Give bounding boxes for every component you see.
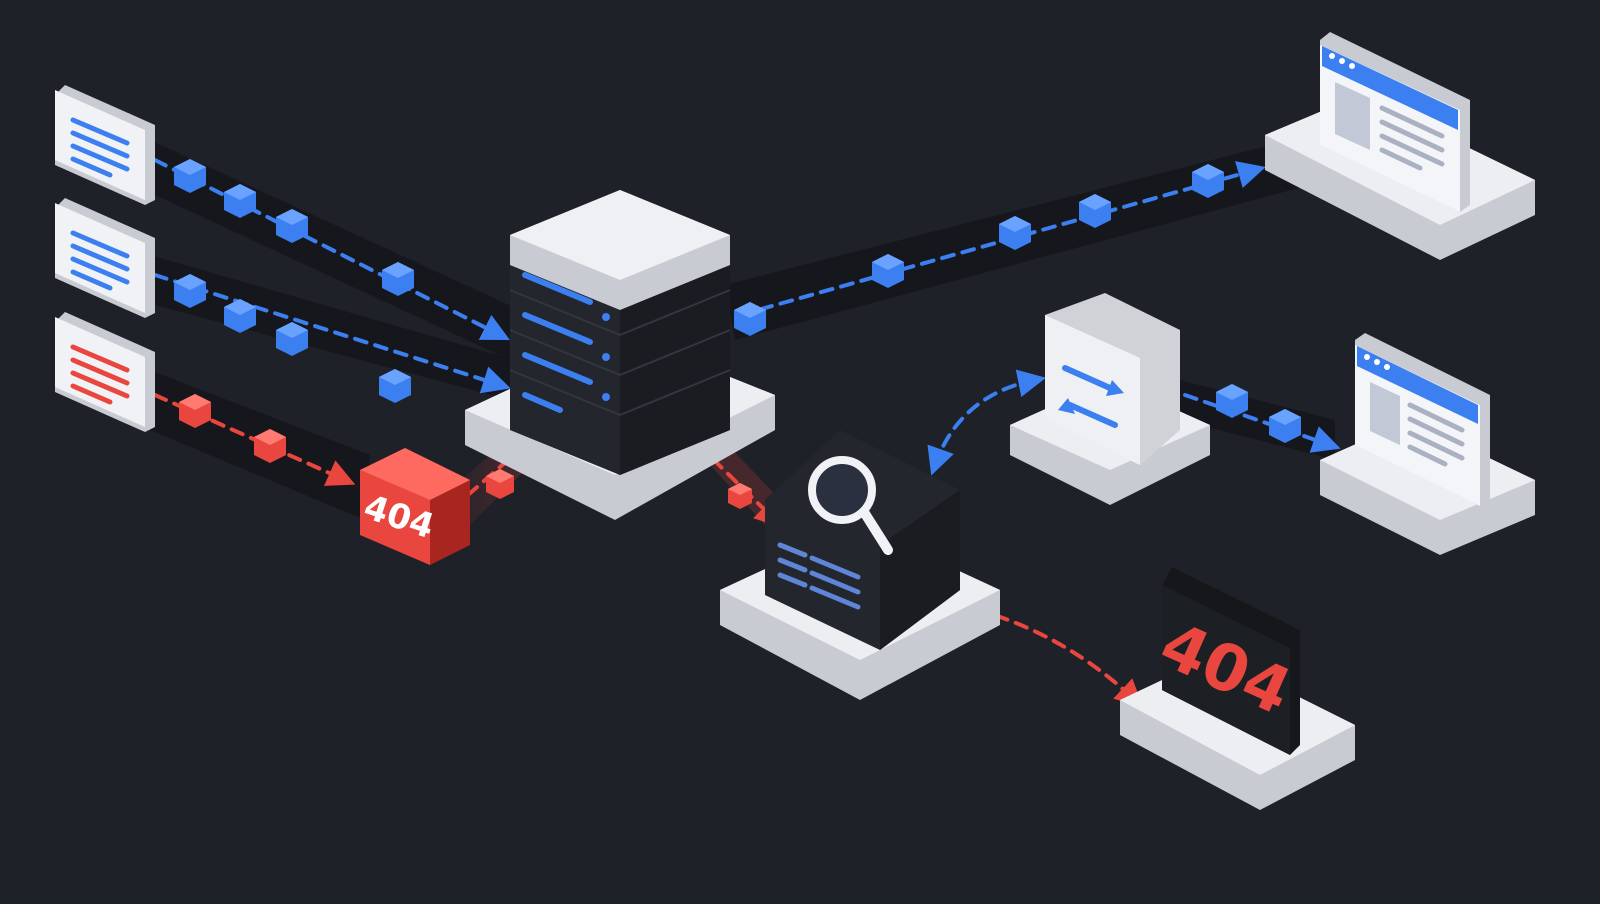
packet [174,159,206,193]
browser-window-1 [1265,32,1535,260]
packet [1269,409,1301,443]
swap-arrows-icon [1062,365,1118,428]
flow-line-router-to-browser-2 [1183,393,1341,453]
document-icon [70,344,130,405]
crawler-text-lines-icon [777,542,861,610]
packet [174,274,206,308]
crawler-node [720,430,1000,700]
packet [999,216,1031,250]
packet [1079,194,1111,228]
packet-error [728,483,752,509]
packet [224,184,256,218]
error-404-display: 404 [1120,567,1355,810]
packet [734,302,766,336]
packet [224,299,256,333]
document-icon [70,230,130,291]
packets-blue [174,159,1301,443]
packet [1216,384,1248,418]
error-404-chip: 404 [359,448,470,565]
flow-line-crawler-router [927,369,1046,476]
server-rack-icon [522,272,593,413]
flow-line-server-to-browser-1 [738,161,1266,317]
packet-error [486,469,514,499]
flow-line-source-2 [153,273,511,394]
packet [276,209,308,243]
packet [872,254,904,288]
packet [379,369,411,403]
packet [382,262,414,296]
packet [1192,164,1224,198]
router-node [1010,293,1210,505]
magnifier-icon [808,456,893,555]
packet [276,322,308,356]
source-document-2 [55,198,155,318]
packet-error [254,429,286,463]
packet-error [179,394,211,428]
browser-window-2 [1320,333,1535,555]
source-document-3-error [55,312,155,432]
source-document-1 [55,85,155,205]
browser-title-bar [1322,46,1458,130]
central-server [465,190,775,520]
flow-line-source-1 [153,158,510,341]
document-icon [70,117,130,178]
